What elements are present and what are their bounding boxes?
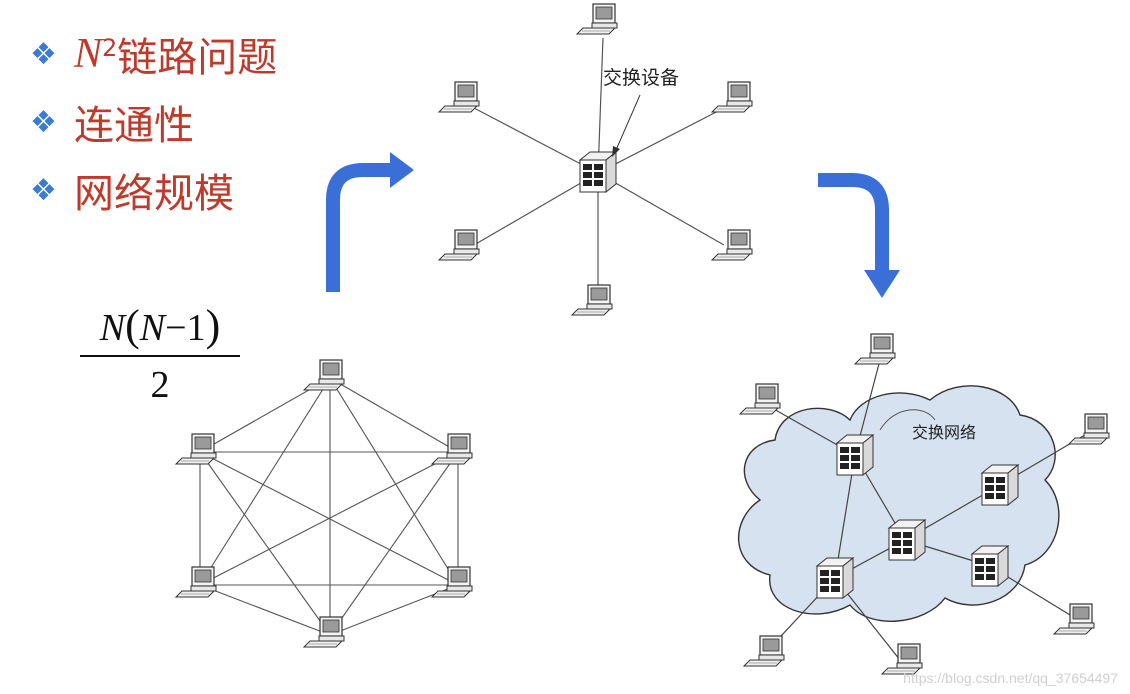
arrow-up-right xyxy=(326,152,414,292)
diamond-bullet-icon: ❖ xyxy=(30,36,57,72)
switch-device-label: 交换设备 xyxy=(603,67,679,89)
switch-icon xyxy=(888,519,926,561)
switch-icon xyxy=(579,151,617,193)
full-mesh-network xyxy=(199,377,459,636)
bullet-connectivity: ❖ 连通性 xyxy=(30,88,277,156)
computer-icon xyxy=(711,229,753,261)
computer-icon xyxy=(303,616,345,648)
diamond-bullet-icon: ❖ xyxy=(30,172,57,208)
link-count-formula: N(N−1) 2 xyxy=(80,300,240,407)
computer-icon xyxy=(571,284,613,316)
bullet-text-2: 连通性 xyxy=(74,103,194,149)
computer-icon xyxy=(576,3,618,35)
switching-network-label: 交换网络 xyxy=(912,423,976,442)
superscript-2: 2 xyxy=(102,34,118,62)
computer-icon xyxy=(175,566,217,598)
switch-label-pointer xyxy=(612,94,641,157)
switch-icon xyxy=(971,545,1009,587)
switch-icon xyxy=(816,557,854,599)
cloud-shape xyxy=(738,385,1060,622)
computer-icon xyxy=(711,81,753,113)
diamond-bullet-icon: ❖ xyxy=(30,104,57,140)
computer-icon xyxy=(431,433,473,465)
computer-icon xyxy=(854,333,896,365)
arrow-right-down xyxy=(818,173,900,298)
computer-icon xyxy=(438,229,480,261)
computer-icon xyxy=(1068,413,1110,445)
watermark: https://blog.csdn.net/qq_37654497 xyxy=(903,670,1118,686)
formula-denominator: 2 xyxy=(150,364,170,406)
star-network xyxy=(473,37,725,300)
bullet-text-1: 链路问题 xyxy=(117,35,278,81)
computer-icon xyxy=(431,566,473,598)
switch-icon xyxy=(981,464,1019,506)
computer-icon xyxy=(303,359,345,391)
computer-icon xyxy=(743,635,785,667)
computer-icon xyxy=(739,383,781,415)
mesh-computers xyxy=(175,359,473,648)
computer-icon xyxy=(175,433,217,465)
n-symbol: N xyxy=(74,31,103,77)
bullet-text-3: 网络规模 xyxy=(74,171,234,217)
bullet-network-scale: ❖ 网络规模 xyxy=(30,156,277,224)
computer-icon xyxy=(438,81,480,113)
switch-icon xyxy=(836,434,874,476)
formula-numerator: N(N−1) xyxy=(80,300,240,357)
